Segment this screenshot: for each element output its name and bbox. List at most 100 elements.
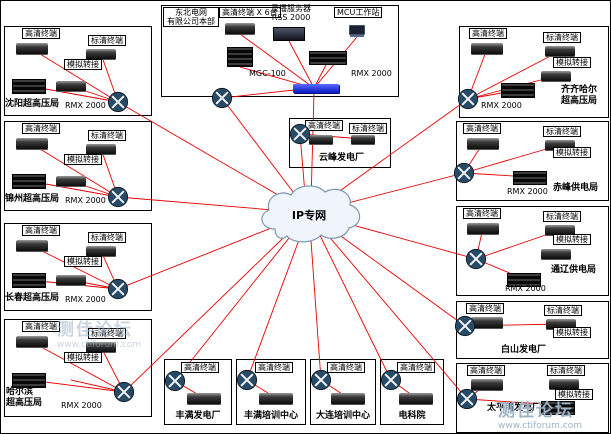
hd-terminal-device <box>16 336 48 347</box>
analog-patch-label: 模拟转接 <box>553 234 591 246</box>
hd-terminal-label: 高清终端 <box>181 362 219 374</box>
site-name: 太平湾发电厂 <box>487 403 542 413</box>
hd-terminal-device <box>16 240 48 251</box>
rmx-label: RMX 2000 <box>65 101 106 110</box>
site-name: 齐齐哈尔超高压局 <box>561 85 598 106</box>
switch-device <box>293 84 339 93</box>
router-icon <box>107 186 129 208</box>
rmx-label: RMX 2000 <box>61 401 102 410</box>
router-icon <box>465 248 487 270</box>
hd-terminal-label: 高清终端 <box>466 303 504 315</box>
site-name: 云峰发电厂 <box>319 153 365 163</box>
sd-terminal-device <box>86 49 116 59</box>
sd-terminal-label: 标清终端 <box>88 35 126 47</box>
sd-terminal-label: 标清终端 <box>349 123 387 135</box>
sd-terminal-label: 标清终端 <box>88 232 126 244</box>
terminal-device <box>541 249 571 259</box>
hd-terminal-label: 高清终端 <box>463 123 501 135</box>
analog-patch-label: 模拟转接 <box>64 256 102 268</box>
cloud-label: IP专网 <box>292 208 326 222</box>
hd-terminal-device <box>467 138 499 149</box>
hd-terminal-label: 高清终端 <box>327 362 365 374</box>
site-name: 电科院 <box>398 411 426 421</box>
hd-terminal-label: 高清终端 <box>463 208 501 220</box>
router-icon <box>456 388 478 410</box>
hd-terminal-device <box>16 43 48 54</box>
sd-terminal-device <box>549 379 579 389</box>
sd-terminal-label: 标清终端 <box>88 328 126 340</box>
recorder-device <box>273 27 305 41</box>
hq-name: 东北电网有限公司本部 <box>163 7 219 28</box>
rmx-server-device <box>12 373 46 388</box>
hd-terminal-label: 高清终端 <box>22 123 60 135</box>
site-name: 白山发电厂 <box>501 345 547 355</box>
rmx-server-device <box>513 171 547 185</box>
sd-terminal-device <box>86 144 116 154</box>
mgc-label: MGC-100 <box>249 69 286 78</box>
rmx-label: RMX 2000 <box>65 295 106 304</box>
rmx-label: RMX 2000 <box>481 101 522 110</box>
site-name: 丰满培训中心 <box>243 411 298 421</box>
site-name: 丰满发电厂 <box>175 411 221 421</box>
site-name: 长春超高压局 <box>5 293 60 303</box>
hd-terminal-label: 高清终端 <box>397 362 435 374</box>
sd-terminal-label: 标清终端 <box>544 305 582 317</box>
router-icon <box>454 315 476 337</box>
rmx-server-device <box>12 79 46 94</box>
hd-terminal-label: 高清终端 <box>255 362 293 374</box>
server-device <box>541 401 575 415</box>
laptop-icon <box>349 25 365 35</box>
site-name: 哈尔滨超高压局 <box>6 387 43 408</box>
analog-patch-label: 模拟转接 <box>64 352 102 364</box>
rmx-label: RMX 2000 <box>507 187 548 196</box>
sd-terminal-label: 标清终端 <box>543 32 581 44</box>
analog-patch-label: 模拟转接 <box>553 147 591 159</box>
router-icon <box>211 87 233 109</box>
mcu-station-label: MCU工作站 <box>334 7 383 19</box>
router-icon <box>164 370 186 392</box>
sd-terminal-device <box>86 246 116 256</box>
hd-terminal-device <box>259 393 293 404</box>
sd-terminal-label: 标清终端 <box>543 126 581 138</box>
rmx-server-device <box>12 174 46 189</box>
hd-terminal-device <box>309 135 333 144</box>
hq-hd-terminal-label: 高清终端 X 6台 <box>219 7 281 19</box>
terminal-device <box>56 176 86 186</box>
router-icon <box>457 88 479 110</box>
mgc-device <box>227 47 253 67</box>
hd-terminal-label: 高清终端 <box>22 225 60 237</box>
hd-terminal-label: 高清终端 <box>22 321 60 333</box>
sd-terminal-label: 标清终端 <box>543 211 581 223</box>
analog-patch-label: 模拟转接 <box>555 389 593 401</box>
rmx-label: RMX 2000 <box>505 284 546 293</box>
hd-terminal-device <box>399 393 433 404</box>
sd-terminal-label: 标清终端 <box>88 130 126 142</box>
sd-terminal-device <box>351 135 375 144</box>
hd-terminal-label: 高清终端 <box>469 28 507 40</box>
analog-patch-label: 模拟转接 <box>553 327 591 339</box>
rmx-label: RMX 2000 <box>351 69 392 78</box>
router-icon <box>380 369 402 391</box>
analog-patch-label: 模拟转接 <box>553 57 591 69</box>
site-name: 通辽供电局 <box>551 265 597 275</box>
hd-terminal-label: 高清终端 <box>22 28 60 40</box>
router-icon <box>453 162 475 184</box>
site-name: 赤峰供电局 <box>553 183 599 193</box>
router-icon <box>107 91 129 113</box>
hd-terminal-device <box>471 43 503 54</box>
hd-terminal-device <box>331 393 365 404</box>
rmx-server-device <box>12 273 46 288</box>
rmx-label: RMX 2000 <box>65 196 106 205</box>
sd-terminal-device <box>86 342 116 352</box>
site-name: 沈阳超高压局 <box>5 99 60 109</box>
terminal-device <box>56 275 86 285</box>
hd-terminal-label: 高清终端 <box>467 365 505 377</box>
ip-network-cloud: IP专网 <box>261 185 361 243</box>
hd-terminal-device <box>16 138 48 149</box>
router-icon <box>236 369 258 391</box>
hd-terminal-device <box>187 393 221 404</box>
site-name: 大连培训中心 <box>315 411 370 421</box>
router-icon <box>113 381 135 403</box>
